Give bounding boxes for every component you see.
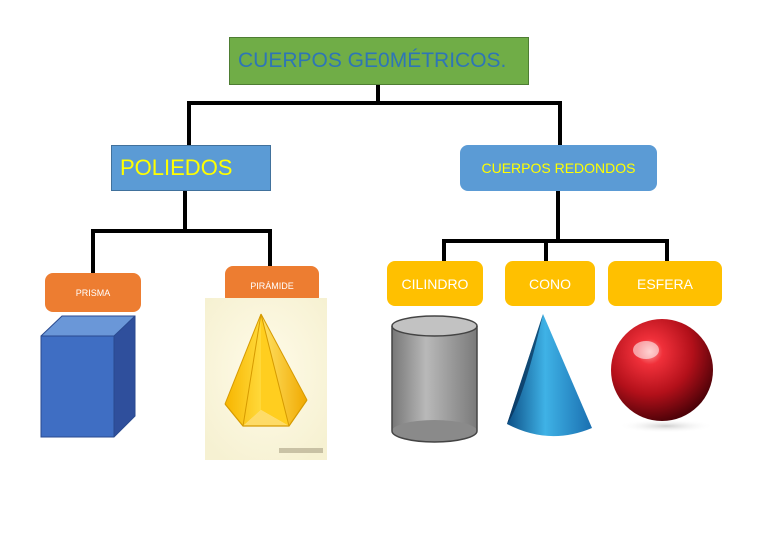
esfera-label: ESFERA	[636, 275, 693, 292]
cylinder-image	[391, 315, 478, 443]
sphere-image	[611, 319, 714, 433]
piramide-label: PIRÁMIDE	[250, 280, 294, 291]
title-label: CUERPOS GE0MÉTRICOS.	[238, 49, 507, 72]
prisma-label: PRISMA	[75, 287, 111, 298]
title-node: CUERPOS GE0MÉTRICOS.	[229, 37, 529, 85]
poliedos-node: POLIEDOS	[111, 145, 271, 191]
cuerpos-redondos-node: CUERPOS REDONDOS	[460, 145, 657, 191]
cone-image	[507, 314, 592, 437]
prism-image	[40, 315, 136, 438]
cono-label: CONO	[529, 275, 571, 292]
poliedos-label: POLIEDOS	[120, 155, 233, 180]
cuerpos-redondos-label: CUERPOS REDONDOS	[481, 160, 636, 176]
cilindro-label: CILINDRO	[401, 275, 469, 292]
cono-node: CONO	[505, 261, 595, 306]
prisma-node: PRISMA	[45, 273, 141, 312]
esfera-node: ESFERA	[608, 261, 722, 306]
pyramid-image	[205, 298, 327, 460]
cilindro-node: CILINDRO	[387, 261, 483, 306]
